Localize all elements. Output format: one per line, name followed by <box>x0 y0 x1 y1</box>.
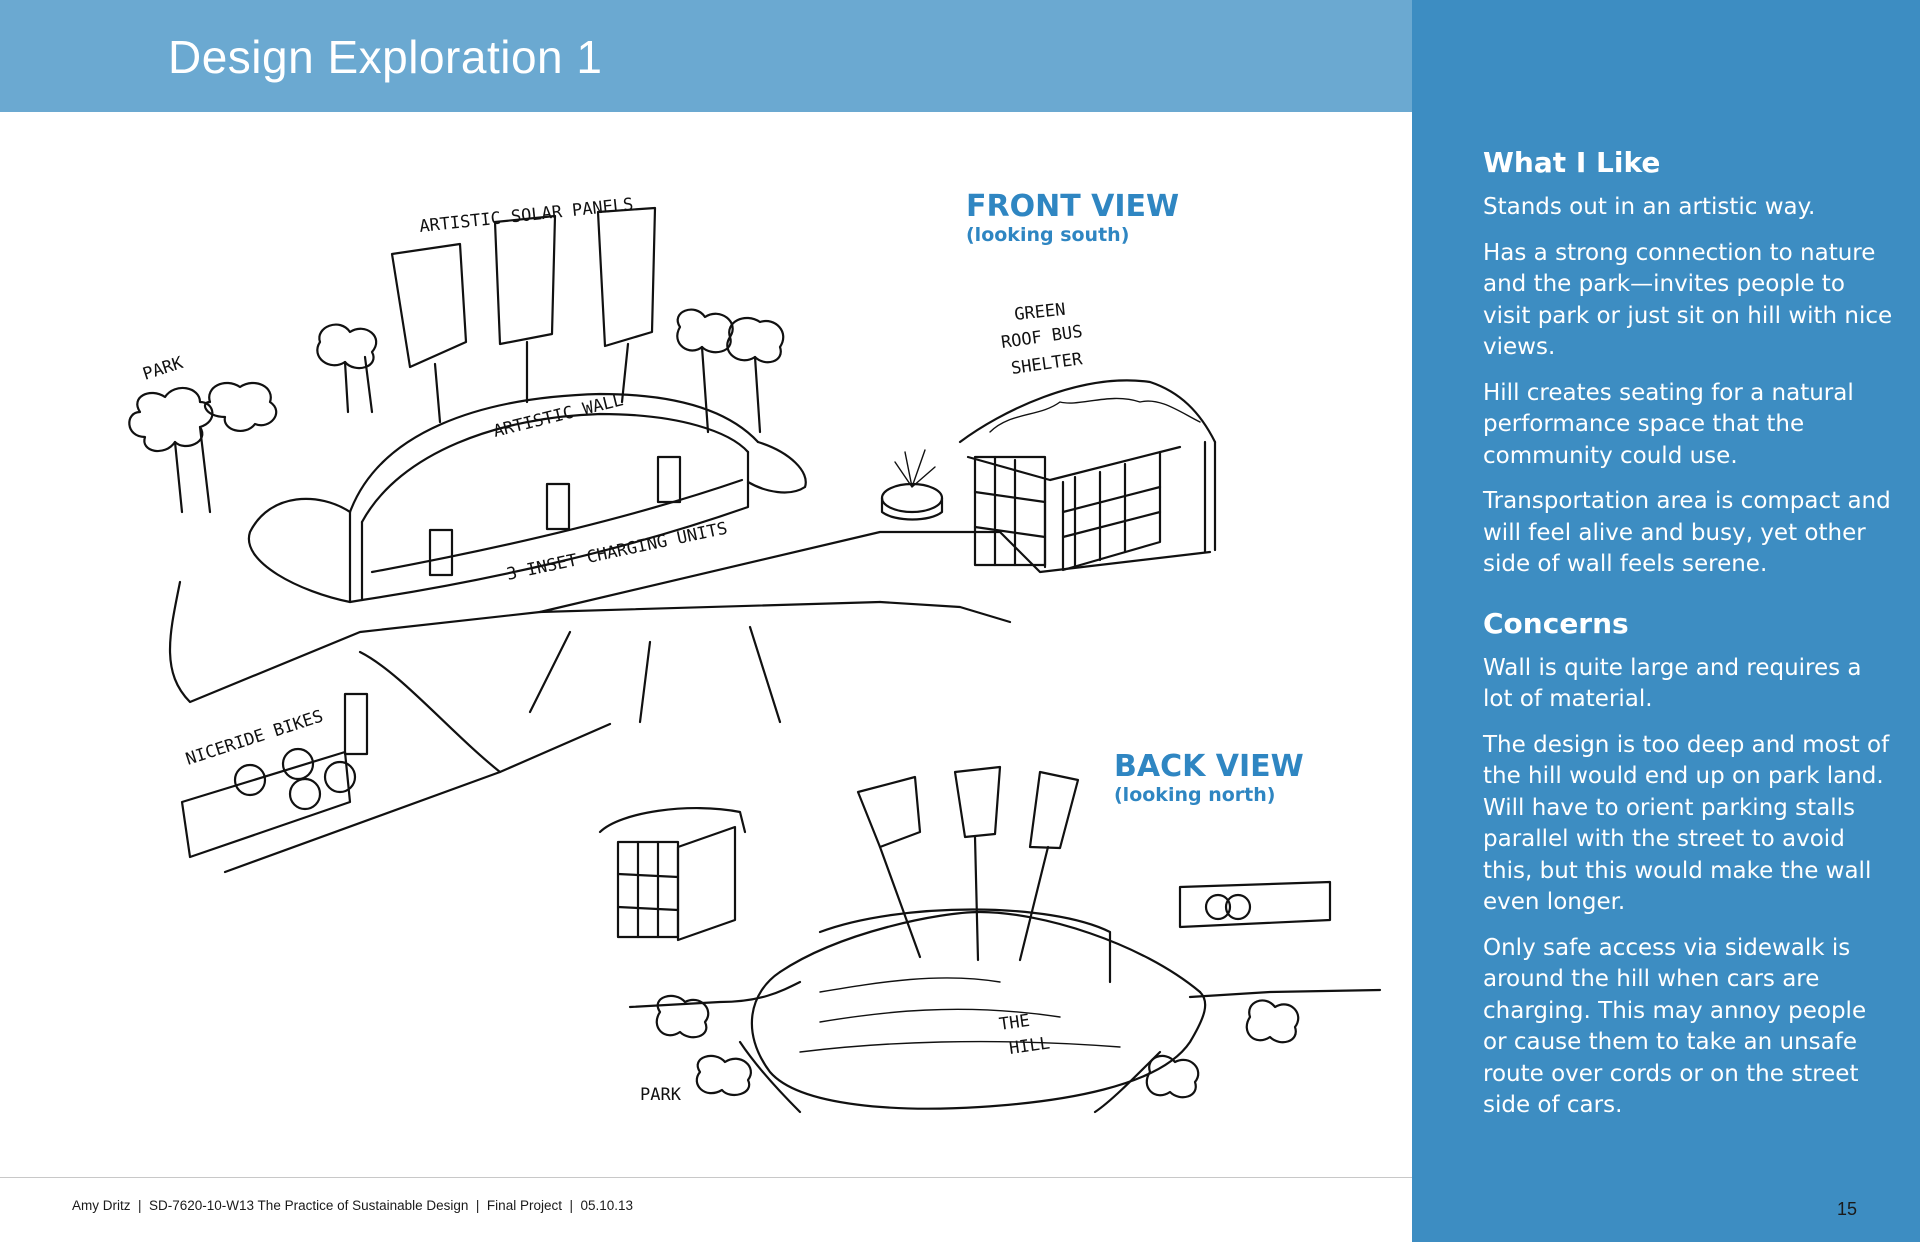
front-view-label: FRONT VIEW (looking south) <box>966 189 1180 247</box>
label-bus-shelter-2: ROOF BUS <box>1000 322 1084 353</box>
label-the-hill-1: THE <box>998 1011 1031 1035</box>
concern-item: Wall is quite large and requires a lot o… <box>1483 654 1862 713</box>
like-item: Hill creates seating for a natural perfo… <box>1483 379 1854 469</box>
back-view-subtitle: (looking north) <box>1114 784 1276 806</box>
design-sketch: ARTISTIC SOLAR PANELS PARK ARTISTIC WALL… <box>128 195 1382 1114</box>
concern-item: The design is too deep and most of the h… <box>1483 731 1890 916</box>
page-number: 15 <box>1836 1199 1857 1219</box>
label-bus-shelter-1: GREEN <box>1013 300 1066 325</box>
what-i-like-heading: What I Like <box>1483 146 1661 179</box>
label-solar-panels: ARTISTIC SOLAR PANELS <box>418 195 634 237</box>
header-bar: Design Exploration 1 <box>0 0 1412 112</box>
like-item: Stands out in an artistic way. <box>1483 194 1816 220</box>
front-view-subtitle: (looking south) <box>966 224 1130 246</box>
concerns-heading: Concerns <box>1483 606 1629 640</box>
page-title: Design Exploration 1 <box>168 31 603 83</box>
label-niceride-bikes: NICERIDE BIKES <box>183 706 325 769</box>
back-view-title: BACK VIEW <box>1114 749 1304 784</box>
section-gap <box>1483 595 1893 607</box>
sidebar-panel: What I Like Stands out in an artistic wa… <box>1412 0 1920 1242</box>
like-item: Transportation area is compact and will … <box>1483 488 1891 577</box>
sidebar-content: What I Like Stands out in an artistic wa… <box>1483 146 1893 1136</box>
label-bus-shelter-3: SHELTER <box>1010 349 1084 379</box>
label-park-back: PARK <box>640 1085 682 1105</box>
front-view-sketch <box>128 206 1217 874</box>
label-the-hill-2: HILL <box>1008 1033 1051 1059</box>
concern-item: Only safe access via sidewalk is around … <box>1483 934 1867 1119</box>
like-item: Has a strong connection to nature and th… <box>1483 239 1893 361</box>
label-artistic-wall: ARTISTIC WALL <box>491 390 625 442</box>
niceride-bikes-sketch <box>180 692 369 859</box>
label-park-front: PARK <box>140 353 186 385</box>
front-view-title: FRONT VIEW <box>966 189 1180 224</box>
back-view-sketch <box>598 765 1382 1114</box>
footer-credits: Amy Dritz | SD-7620-10-W13 The Practice … <box>72 1198 634 1213</box>
back-view-label: BACK VIEW (looking north) <box>1114 749 1304 807</box>
footer-divider <box>0 1177 1412 1178</box>
